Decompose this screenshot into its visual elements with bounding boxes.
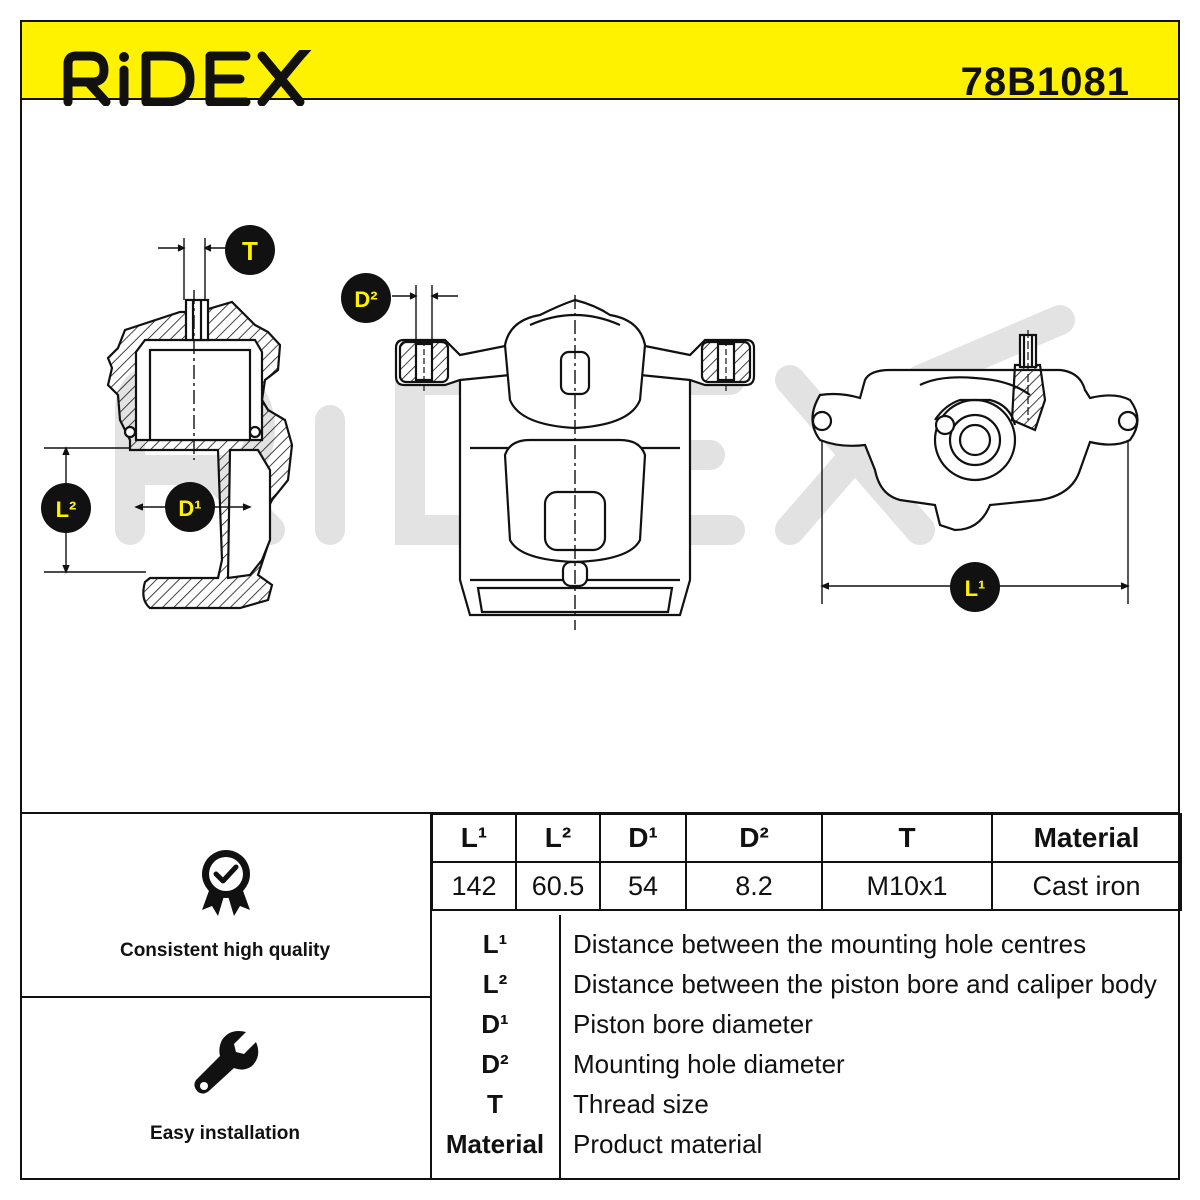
ridex-logo bbox=[63, 50, 312, 106]
features-divider bbox=[430, 812, 432, 1180]
quality-badge-icon bbox=[196, 848, 256, 923]
caliper-drawing: T D² L² D¹ L¹ bbox=[41, 225, 1139, 630]
spec-table: L¹ L² D¹ D² T Material 142 60.5 54 8.2 M… bbox=[431, 813, 1182, 911]
wrench-icon bbox=[192, 1030, 262, 1105]
t-dimension bbox=[158, 238, 228, 300]
svg-text:D²: D² bbox=[354, 287, 377, 312]
spec-value-d1: 54 bbox=[599, 861, 687, 911]
header-bar: 78B1081 bbox=[20, 20, 1180, 106]
section-view bbox=[106, 290, 294, 610]
legend-row: L¹ Distance between the mounting hole ce… bbox=[431, 929, 1180, 969]
marker-l2: L² bbox=[41, 483, 91, 533]
spec-header-l1: L¹ bbox=[431, 813, 517, 863]
spec-header-material: Material bbox=[991, 813, 1182, 863]
legend-description: Mounting hole diameter bbox=[573, 1049, 845, 1079]
marker-d2: D² bbox=[341, 273, 391, 323]
legend-key: L¹ bbox=[482, 929, 508, 959]
marker-t: T bbox=[225, 225, 275, 275]
legend-row: D² Mounting hole diameter bbox=[431, 1049, 1180, 1089]
part-number: 78B1081 bbox=[960, 60, 1130, 104]
legend-key: D² bbox=[481, 1049, 509, 1079]
svg-text:L²: L² bbox=[56, 497, 77, 522]
legend-description: Thread size bbox=[573, 1089, 709, 1119]
spec-header-l2: L² bbox=[515, 813, 601, 863]
legend-row: L² Distance between the piston bore and … bbox=[431, 969, 1180, 1009]
spec-value-l2: 60.5 bbox=[515, 861, 601, 911]
legend-key: T bbox=[487, 1089, 503, 1119]
side-view bbox=[811, 330, 1139, 532]
legend-divider bbox=[559, 915, 561, 1180]
spec-value-material: Cast iron bbox=[991, 861, 1182, 911]
legend-row: T Thread size bbox=[431, 1089, 1180, 1129]
marker-l1: L¹ bbox=[950, 562, 1000, 612]
feature-installation-label: Easy installation bbox=[150, 1123, 300, 1144]
spec-header-d2: D² bbox=[685, 813, 823, 863]
svg-text:T: T bbox=[242, 236, 258, 266]
svg-text:L¹: L¹ bbox=[965, 576, 986, 601]
spec-value-row: 142 60.5 54 8.2 M10x1 Cast iron bbox=[431, 861, 1182, 911]
legend-description: Distance between the piston bore and cal… bbox=[573, 969, 1157, 999]
legend-key: Material bbox=[445, 1129, 545, 1159]
spec-header-d1: D¹ bbox=[599, 813, 687, 863]
legend-key: L² bbox=[482, 969, 508, 999]
legend-description: Piston bore diameter bbox=[573, 1009, 813, 1039]
section-divider bbox=[20, 812, 1180, 814]
spec-value-t: M10x1 bbox=[821, 861, 993, 911]
legend-description: Distance between the mounting hole centr… bbox=[573, 929, 1087, 959]
legend-row: Material Product material bbox=[431, 1129, 1180, 1169]
front-view bbox=[394, 295, 756, 630]
outer-frame bbox=[20, 20, 1180, 1180]
spec-header-row: L¹ L² D¹ D² T Material bbox=[431, 813, 1182, 863]
svg-text:D¹: D¹ bbox=[178, 496, 201, 521]
spec-header-t: T bbox=[821, 813, 993, 863]
spec-value-d2: 8.2 bbox=[685, 861, 823, 911]
legend-row: D¹ Piston bore diameter bbox=[431, 1009, 1180, 1049]
feature-quality-label: Consistent high quality bbox=[119, 940, 331, 961]
spec-value-l1: 142 bbox=[431, 861, 517, 911]
features-row-divider bbox=[20, 996, 431, 998]
legend-description: Product material bbox=[573, 1129, 763, 1159]
d2-dimension bbox=[392, 285, 458, 342]
marker-d1: D¹ bbox=[165, 482, 215, 532]
legend-key: D¹ bbox=[481, 1009, 509, 1039]
